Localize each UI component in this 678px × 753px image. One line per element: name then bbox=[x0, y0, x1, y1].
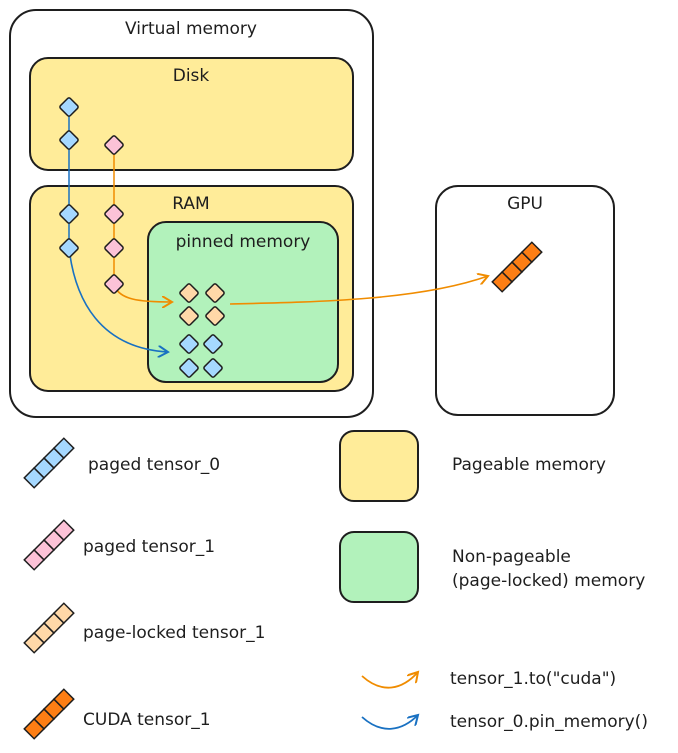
virtual-memory-title: Virtual memory bbox=[125, 19, 257, 39]
blue-page-diamond bbox=[179, 358, 199, 378]
blue-page-diamond bbox=[179, 334, 199, 354]
legend-page-locked-tensor-1-label: page-locked tensor_1 bbox=[83, 623, 265, 643]
blue-page-diamond bbox=[59, 97, 79, 117]
pink-page-diamond bbox=[104, 274, 124, 294]
blue-page-diamond bbox=[203, 358, 223, 378]
pink-page-diamond bbox=[104, 204, 124, 224]
legend-to-cuda-arrow bbox=[361, 672, 418, 689]
legend-page-locked-tensor-1-swatch bbox=[23, 602, 75, 654]
pink-page-diamond bbox=[104, 135, 124, 155]
blue-page-diamond bbox=[59, 130, 79, 150]
gpu-box bbox=[435, 185, 615, 416]
blue-page-diamond bbox=[59, 204, 79, 224]
legend-pageable-swatch bbox=[339, 430, 419, 502]
legend-pageable-label: Pageable memory bbox=[452, 455, 606, 475]
legend-non-pageable-swatch bbox=[339, 531, 419, 603]
pinned-memory-title: pinned memory bbox=[176, 232, 311, 252]
pink-page-diamond bbox=[104, 238, 124, 258]
paged-tensor-1-pages bbox=[104, 135, 124, 294]
legend-cuda-tensor-1-swatch bbox=[23, 688, 75, 740]
legend-cuda-tensor-1-label: CUDA tensor_1 bbox=[83, 710, 211, 730]
legend-to-cuda-label: tensor_1.to("cuda") bbox=[450, 669, 616, 689]
pinned-tensor-1-pages bbox=[179, 283, 225, 326]
blue-page-diamond bbox=[59, 238, 79, 258]
legend-paged-tensor-1-label: paged tensor_1 bbox=[83, 537, 215, 557]
legend-paged-tensor-0-swatch bbox=[23, 437, 75, 489]
disk-title: Disk bbox=[173, 66, 210, 86]
legend-paged-tensor-1-swatch bbox=[23, 519, 75, 571]
ram-title: RAM bbox=[172, 194, 209, 214]
to-cuda-arrow bbox=[229, 276, 488, 305]
blue-page-diamond bbox=[203, 334, 223, 354]
gpu-title: GPU bbox=[507, 194, 543, 214]
legend-pin-memory-arrow bbox=[361, 715, 418, 730]
peach-page-diamond bbox=[205, 306, 225, 326]
peach-page-diamond bbox=[179, 283, 199, 303]
pin-memory-arrow bbox=[68, 247, 168, 352]
peach-page-diamond bbox=[179, 306, 199, 326]
paged-tensor-0-pages bbox=[59, 97, 79, 258]
pinned-tensor-0-pages bbox=[179, 334, 223, 378]
legend-non-pageable-label-line2: (page-locked) memory bbox=[452, 571, 645, 591]
legend-paged-tensor-0-label: paged tensor_0 bbox=[88, 455, 220, 475]
peach-page-diamond bbox=[205, 283, 225, 303]
legend-pin-memory-label: tensor_0.pin_memory() bbox=[450, 712, 648, 732]
legend-non-pageable-label-line1: Non-pageable bbox=[452, 547, 571, 567]
gpu-cuda-tensor bbox=[491, 241, 543, 293]
